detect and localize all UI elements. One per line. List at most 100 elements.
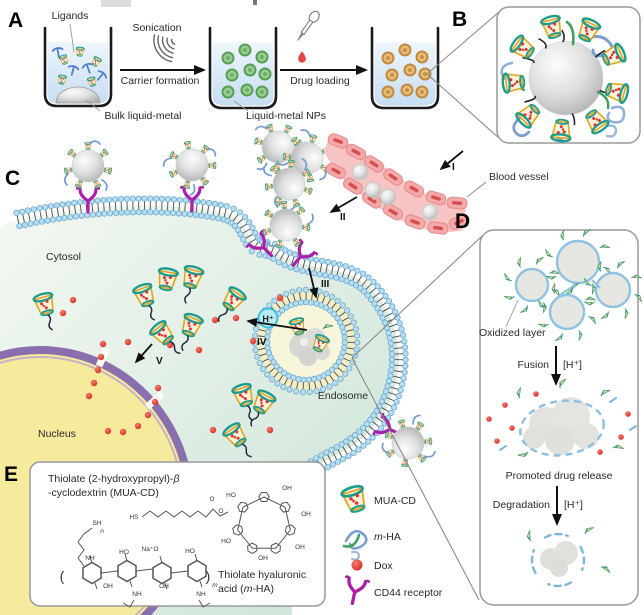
legend-dox-label: Dox [374,560,393,572]
blood-vessel [324,131,471,236]
oxidized-layer-label: Oxidized layer [479,327,546,339]
chem-label: HO [221,538,231,545]
oxidized-layer-pointer [505,299,519,328]
dox-dot-icon [597,449,603,455]
step-numeral-3: III [321,279,330,290]
chem-label: OH [103,583,113,590]
chem-label: NH [132,591,142,598]
dox-dot-icon [134,422,142,430]
ligands-label: Ligands [52,10,89,22]
chem-label: NH [196,591,206,598]
carrier-formation-label: Carrier formation [121,75,200,87]
chemical-structures [77,492,296,608]
endosome-label: Endosome [318,390,368,402]
dox-dot-icon [209,426,217,434]
drug-loaded-nanoparticle [64,141,112,190]
chem-label: ( [60,568,65,584]
oxidized-nanoparticle [548,293,586,331]
ha-title-line2: acid (m-HA) [218,583,274,595]
arrow-step-5 [134,343,153,364]
nucleus-label: Nucleus [38,428,76,440]
dropper-icon [297,10,320,41]
degradation-label: Degradation [493,499,550,511]
m-ha-ribbon-icon [342,529,368,561]
step-numeral-5: V [156,356,163,367]
endothelial-cell [446,196,468,210]
ha-title-prefix: acid ( [218,583,244,595]
dox-dot-icon [276,294,284,302]
ligand-ha-icon [51,47,64,58]
chem-label: n [100,528,104,535]
dox-dot-icon [154,384,162,392]
circulating-nanoparticle [419,201,441,223]
dox-dot-icon [625,411,631,417]
d-callout-bottom [351,357,480,601]
dox-dot-icon [351,559,363,571]
dox-dot-icon [104,427,112,435]
dox-dot-icon [533,391,539,397]
dox-dot-icon [124,338,132,346]
crop-artifact-2 [253,0,257,5]
blood-vessel-pointer [466,181,487,198]
dox-dot-icon [486,416,492,422]
promoted-drug-release-label: Promoted drug release [506,470,613,482]
cd44-receptor-icon [339,574,371,608]
step-numeral-4: IV [257,337,267,348]
chem-label: Na⁺O [142,546,159,553]
arrow-step-1 [439,150,464,171]
sonication-label: Sonication [132,22,181,34]
fusion-condition-label: [H⁺] [563,359,582,371]
dox-dot-icon [211,316,219,324]
legend-cd44-label: CD44 receptor [374,587,443,599]
legend-ha-suffix: -HA [383,531,401,543]
m-symbol: m [244,583,253,595]
oxidized-nanoparticle [514,267,550,303]
b-callout-top [426,11,500,75]
panel-a-letter: A [8,9,23,32]
chem-label: m [212,582,218,589]
degradation-condition-label: [H⁺] [564,499,583,511]
arrow-step-4 [246,317,308,331]
oxidized-nanoparticle [594,271,632,309]
panel-b-letter: B [452,8,467,31]
mua-cd-title-line2: -cyclodextrin (MUA-CD) [48,487,159,499]
dox-molecules [59,294,284,436]
chem-label: NH [85,555,95,562]
arrow-step-3 [308,267,319,299]
nps-pointer [233,100,249,112]
sonication-icon [153,34,176,63]
bulk-pointer [85,99,101,112]
ligands-pointer [69,23,75,53]
endosome-membrane [251,286,361,396]
ligand-ha-icon [67,65,80,76]
mua-cd-title-prefix: Thiolate (2-hydroxypropyl)- [48,473,174,485]
panel-d-mechanism: Oxidized layer Fusion [H⁺] Promoted drug… [479,227,644,606]
dox-dot-icon [119,428,127,436]
chem-label: HO [185,548,195,555]
panel-b-content [500,13,631,144]
dox-dot-icon [509,425,515,431]
chem-label: O [218,508,223,515]
dox-dot-icon [69,296,77,304]
chem-label: SH [92,520,101,527]
panel-c-letter: C [5,167,20,190]
drug-drop-icon [298,51,306,63]
fusion-label: Fusion [517,359,549,371]
dox-dot-icon [494,438,500,444]
crop-artifact [101,0,131,7]
degraded-nanoparticle [524,525,611,588]
mua-cd-title-line1: Thiolate (2-hydroxypropyl)-β [48,473,179,485]
oxidized-nanoparticles [502,227,644,343]
ligand-ha-icon [81,63,93,74]
legend-m-italic: m [374,531,383,543]
dox-dot-icon [195,346,203,354]
d-callout-top [351,235,483,359]
dox-dot-icon [502,402,508,408]
ligand-ha-icon [96,70,108,81]
beakers [43,26,440,110]
chem-label: O [209,496,214,503]
h-plus-label: H⁺ [262,314,273,324]
panel-e-box [29,461,326,607]
chem-label: OH [159,583,169,590]
